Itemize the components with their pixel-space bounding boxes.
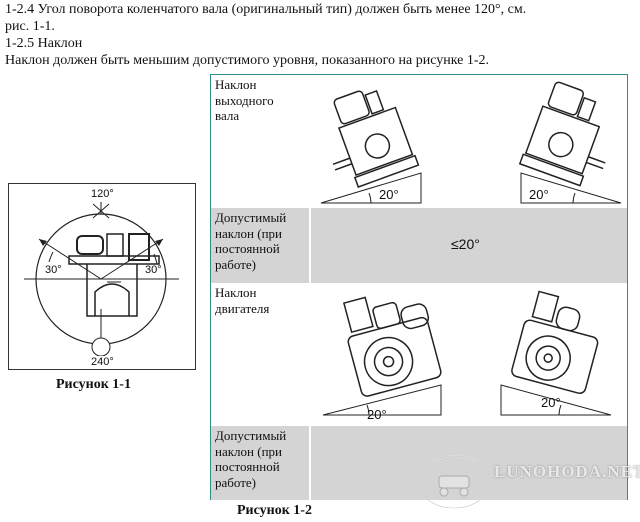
row-label: Допустимый наклон (при постоянной работе… <box>211 208 309 283</box>
engine-tilt-illustration: 20° 20° <box>311 283 627 426</box>
row-output-shaft-tilt: Наклон выходного вала <box>211 75 627 208</box>
paragraph-crank-angle: 1-2.4 Угол поворота коленчатого вала (ор… <box>5 2 527 17</box>
angle-label-right: 30° <box>145 264 162 276</box>
watermark-text: LUNOHODA.NET <box>494 462 640 481</box>
shaft-tilt-angle-left: 20° <box>379 187 399 202</box>
row-allowed-tilt-2: Допустимый наклон (при постоянной работе… <box>211 426 627 500</box>
section-heading-tilt: 1-2.5 Наклон <box>5 36 83 51</box>
figure2-caption: Рисунок 1-2 <box>237 503 312 518</box>
row-label: Допустимый наклон (при постоянной работе… <box>211 426 309 500</box>
row-engine-tilt: Наклон двигателя <box>211 283 627 426</box>
shaft-tilt-illustration: 20° 20° <box>311 75 627 208</box>
crank-angle-diagram <box>24 202 179 357</box>
angle-label-top: 120° <box>91 188 114 200</box>
paragraph-fig-ref: рис. 1-1. <box>5 19 55 34</box>
shaft-tilt-angle-right: 20° <box>529 187 549 202</box>
figure1-caption: Рисунок 1-1 <box>56 377 131 392</box>
paragraph-tilt: Наклон должен быть меньшим допустимого у… <box>5 53 490 68</box>
figure-tilt-table: Наклон выходного вала <box>210 74 628 500</box>
allowed-tilt-value: ≤20° <box>451 236 480 252</box>
engine-tilt-angle-left: 20° <box>367 407 387 422</box>
lunohoda-logo <box>417 455 491 509</box>
row-label: Наклон двигателя <box>215 285 270 316</box>
engine-tilt-angle-right: 20° <box>541 395 561 410</box>
figure-crank-angle: 120° 30° 30° 240° <box>8 183 196 370</box>
angle-label-left: 30° <box>45 264 62 276</box>
row-allowed-tilt-1: Допустимый наклон (при постоянной работе… <box>211 208 627 283</box>
angle-label-bottom: 240° <box>91 356 114 368</box>
row-label: Наклон выходного вала <box>215 77 274 123</box>
